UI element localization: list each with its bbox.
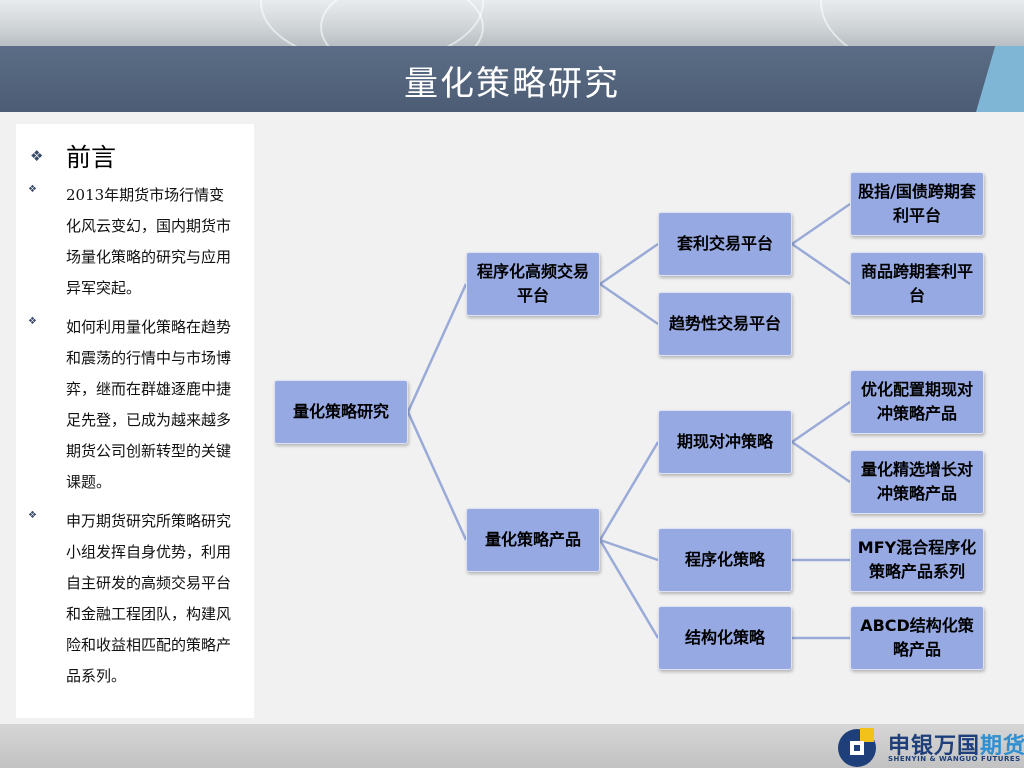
diamond-bullet-icon: ❖	[28, 184, 37, 195]
tree-node-optimized-hedge: 优化配置期现对冲策略产品	[850, 370, 984, 434]
connector-line	[791, 440, 851, 484]
connector-line	[599, 242, 659, 286]
intro-panel: ❖ 前言 ❖ 2013年期货市场行情变化风云变幻，国内期货市场量化策略的研究与应…	[16, 124, 254, 718]
intro-bullet: ❖ 如何利用量化策略在趋势和震荡的行情中与市场博弈，继而在群雄逐鹿中捷足先登，已…	[28, 312, 252, 498]
tree-node-spot-futures-hedge: 期现对冲策略	[658, 410, 792, 474]
tree-node-selected-growth: 量化精选增长对冲策略产品	[850, 450, 984, 514]
intro-title: 前言	[66, 143, 117, 172]
tree-node-trend-platform: 趋势性交易平台	[658, 292, 792, 356]
tree-node-index-bond-arb: 股指/国债跨期套利平台	[850, 172, 984, 236]
tree-node-abcd-product: ABCD结构化策略产品	[850, 606, 984, 670]
intro-bullet-text: 2013年期货市场行情变化风云变幻，国内期货市场量化策略的研究与应用异军突起。	[66, 186, 232, 297]
logo-name-main: 申银万国	[888, 734, 981, 759]
diamond-bullet-icon: ❖	[28, 316, 37, 327]
connector-line	[599, 538, 659, 562]
diamond-bullet-icon: ❖	[28, 510, 37, 521]
tree-node-structured: 结构化策略	[658, 606, 792, 670]
connector-line	[791, 242, 851, 286]
connector-line	[791, 400, 851, 444]
header-banner-image	[0, 0, 1024, 46]
connector-line	[598, 539, 660, 639]
intro-bullet-list: ❖ 2013年期货市场行情变化风云变幻，国内期货市场量化策略的研究与应用异军突起…	[28, 180, 252, 700]
tree-node-root: 量化策略研究	[274, 380, 408, 444]
intro-bullet: ❖ 申万期货研究所策略研究小组发挥自身优势，利用自主研发的高频交易平台和金融工程…	[28, 506, 252, 692]
connector-line	[598, 441, 660, 541]
diamond-bullet-icon: ❖	[30, 147, 44, 165]
tree-node-mfy-product: MFY混合程序化策略产品系列	[850, 528, 984, 592]
tree-node-arbitrage-platform: 套利交易平台	[658, 212, 792, 276]
tree-node-commodity-arb: 商品跨期套利平台	[850, 252, 984, 316]
connector-line	[599, 282, 659, 326]
tree-node-products: 量化策略产品	[466, 508, 600, 572]
connector-line	[791, 202, 851, 246]
intro-bullet-text: 申万期货研究所策略研究小组发挥自身优势，利用自主研发的高频交易平台和金融工程团队…	[66, 512, 232, 685]
connector-line	[406, 411, 468, 541]
tree-node-programmatic: 程序化策略	[658, 528, 792, 592]
page-title: 量化策略研究	[404, 64, 620, 104]
company-logo-icon	[838, 728, 876, 767]
connector-line	[406, 283, 468, 413]
company-logo: 申银万国期货 SHENYIN & WANGUO FUTURES	[836, 720, 1024, 768]
intro-bullet: ❖ 2013年期货市场行情变化风云变幻，国内期货市场量化策略的研究与应用异军突起…	[28, 180, 252, 304]
logo-chinese-name: 申银万国期货	[888, 728, 1024, 760]
intro-bullet-text: 如何利用量化策略在趋势和震荡的行情中与市场博弈，继而在群雄逐鹿中捷足先登，已成为…	[66, 318, 232, 491]
logo-english-name: SHENYIN & WANGUO FUTURES	[888, 755, 1021, 763]
intro-heading: ❖ 前言	[30, 138, 116, 174]
tree-node-platform: 程序化高频交易平台	[466, 252, 600, 316]
logo-name-accent: 期货	[980, 734, 1024, 759]
title-bar: 量化策略研究	[0, 46, 1024, 112]
